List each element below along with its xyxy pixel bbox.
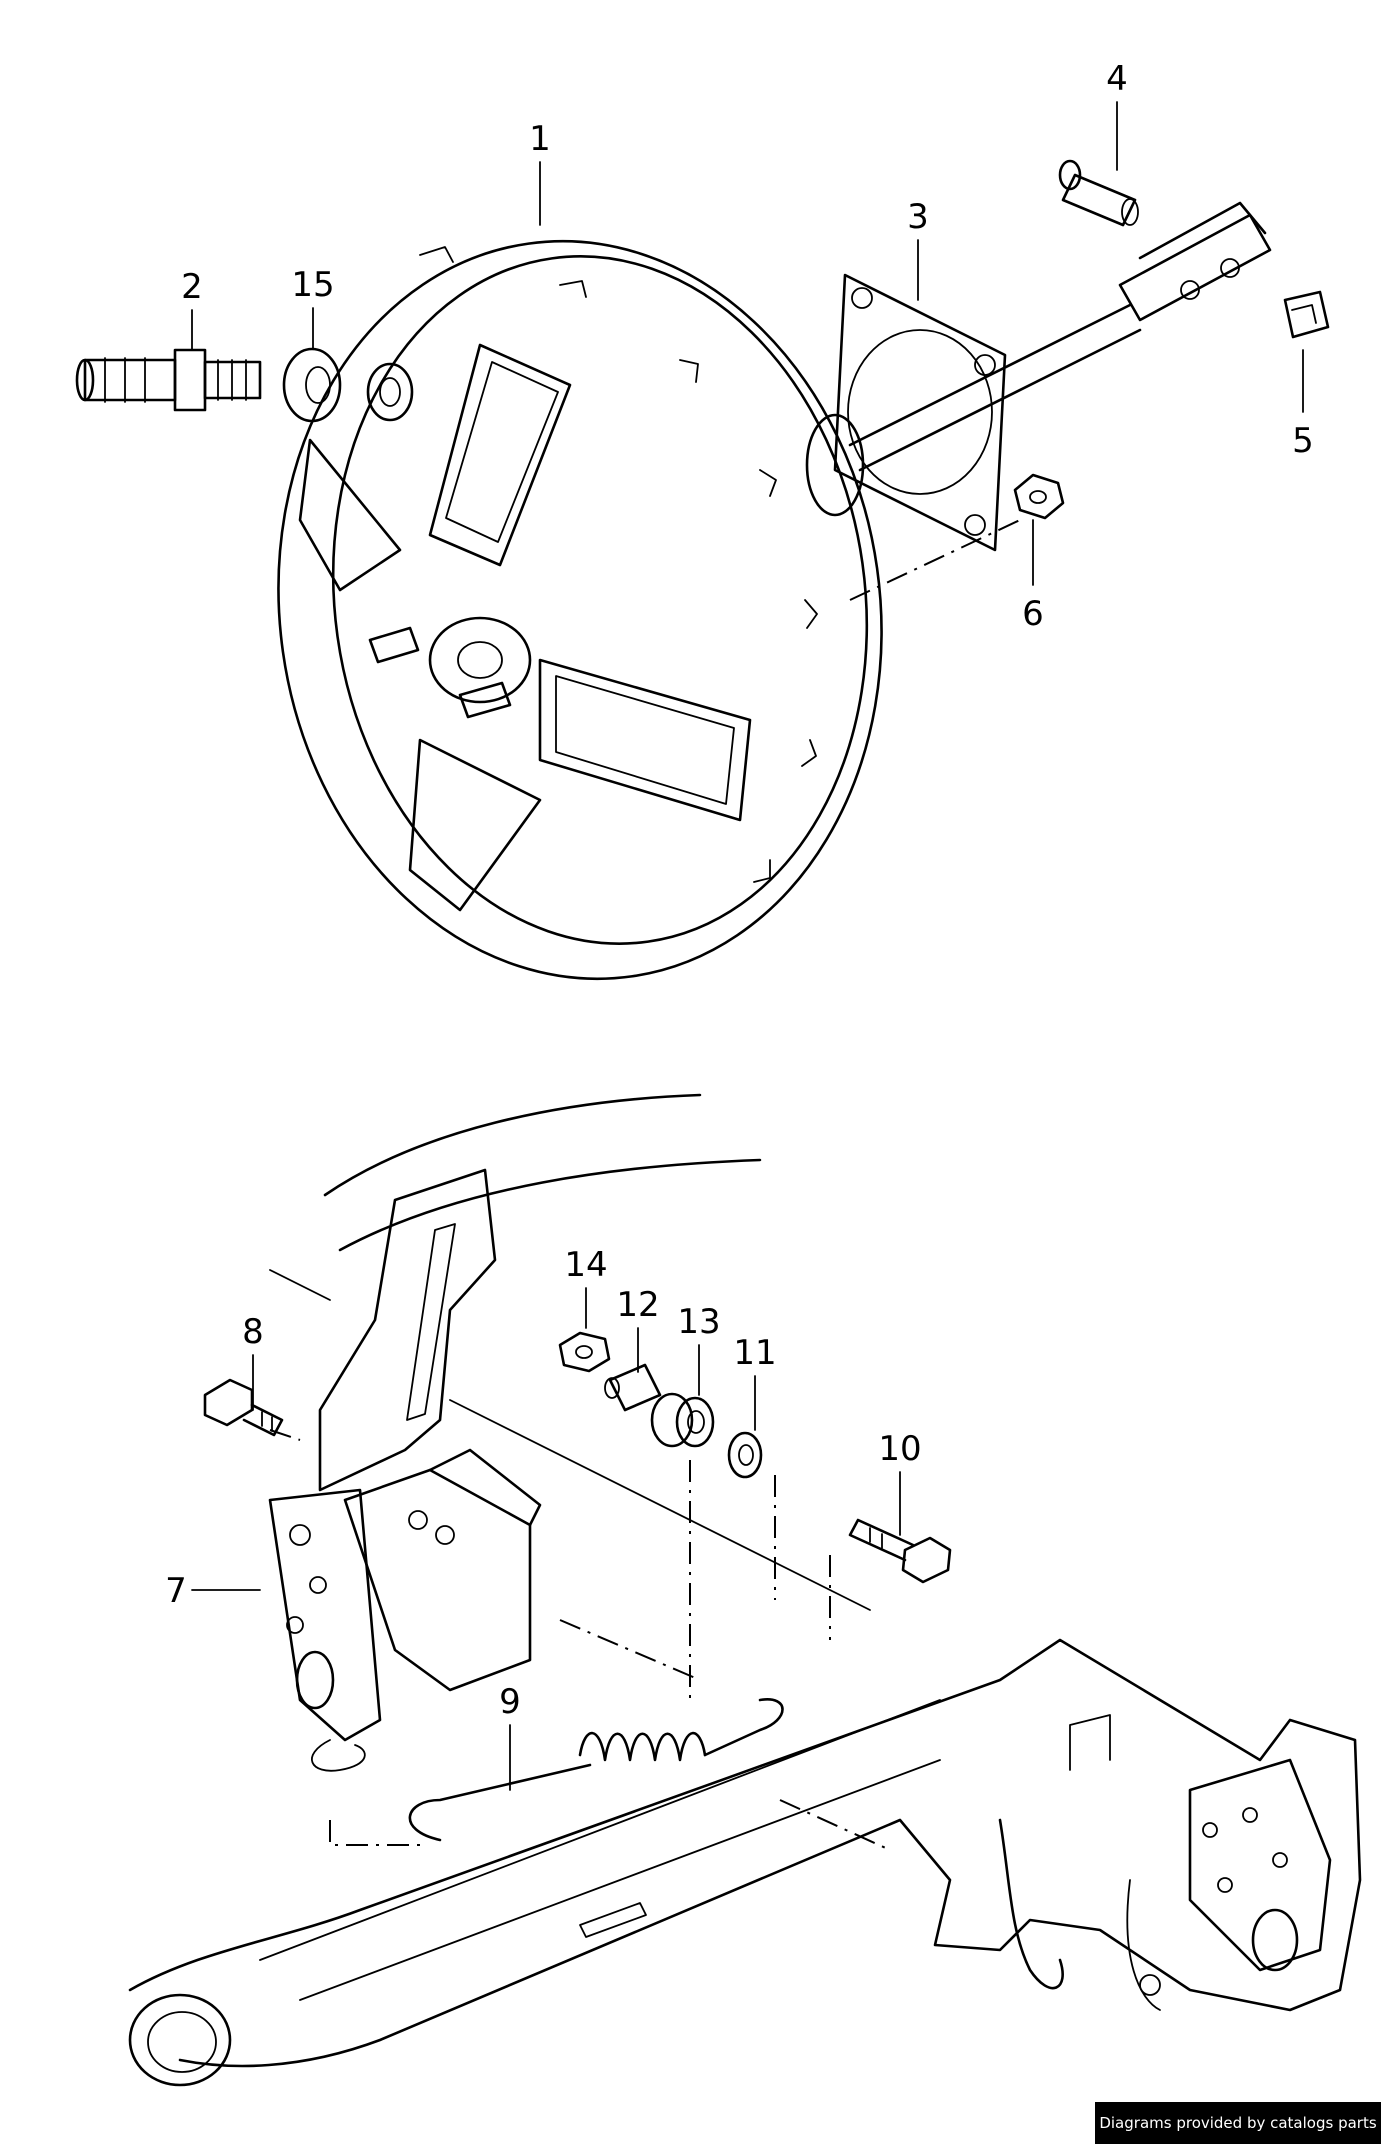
part-2-vacuum-fitting <box>75 348 262 412</box>
callout-8: 8 <box>242 1312 264 1352</box>
rear-axle-assembly <box>128 1093 1362 2087</box>
callout-5: 5 <box>1292 421 1314 461</box>
callout-12: 12 <box>616 1285 659 1325</box>
callout-11: 11 <box>733 1333 776 1373</box>
callout-15: 15 <box>291 265 334 305</box>
push-rod <box>848 201 1272 472</box>
part-14-nut <box>558 1331 611 1373</box>
part-3-gasket <box>833 273 1007 552</box>
part-1-brake-booster <box>277 239 883 981</box>
callout-3: 3 <box>907 197 929 237</box>
callout-6: 6 <box>1022 594 1044 634</box>
part-11-washer <box>727 1431 763 1479</box>
callout-9: 9 <box>499 1682 521 1722</box>
callout-7: 7 <box>165 1571 187 1611</box>
part-4-pin <box>1058 159 1139 227</box>
part-10-bolt <box>848 1518 952 1584</box>
part-5-clip <box>1283 290 1330 339</box>
part-9-spring <box>408 1698 784 1842</box>
part-15-grommet <box>282 347 414 423</box>
callout-10: 10 <box>878 1429 921 1469</box>
part-12-sleeve <box>604 1363 662 1412</box>
callout-4: 4 <box>1106 59 1128 99</box>
mounting-bracket <box>318 1168 497 1492</box>
callout-1: 1 <box>529 119 551 159</box>
leader-lines <box>191 101 1304 1791</box>
part-6-nut <box>1013 473 1065 520</box>
axle-beam <box>128 1638 1362 2087</box>
callout-14: 14 <box>564 1245 607 1285</box>
brake-booster-assembly <box>75 159 1330 981</box>
part-8-bolt <box>203 1378 284 1437</box>
part-7-pressure-regulator <box>268 1448 542 1772</box>
callout-13: 13 <box>677 1302 720 1342</box>
part-13-bushing <box>650 1392 715 1448</box>
callout-labels: 1 2 3 4 5 6 7 8 9 10 11 12 13 14 15 <box>165 59 1314 1722</box>
credit-label: Diagrams provided by catalogs parts <box>1095 2102 1381 2144</box>
callout-2: 2 <box>181 267 203 307</box>
